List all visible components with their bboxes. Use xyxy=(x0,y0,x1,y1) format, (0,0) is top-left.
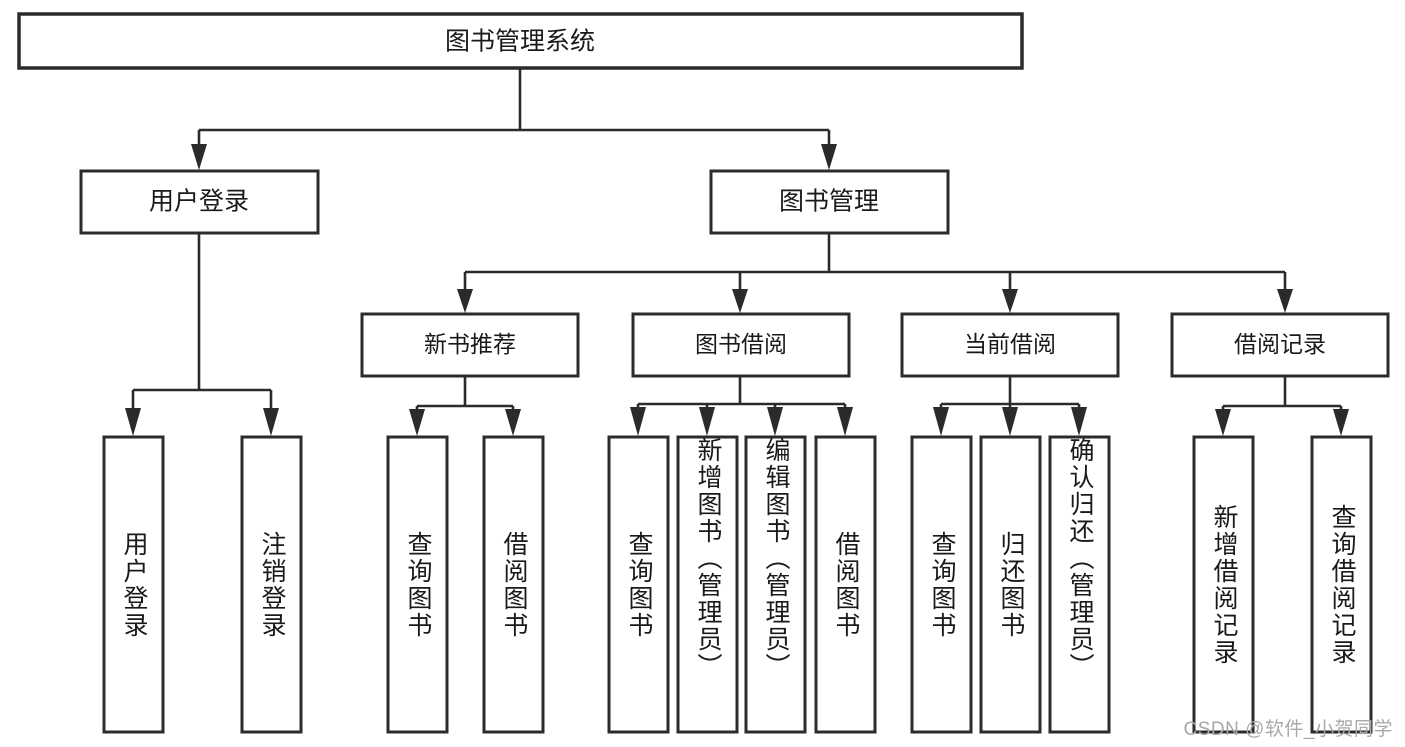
watermark-label: CSDN @软件_小贺同学 xyxy=(1183,719,1393,740)
leaf-box-book-borrow-3[interactable] xyxy=(744,435,807,734)
leaf-box-current-borrow-1[interactable] xyxy=(910,435,973,734)
leaf-box-user-login-2[interactable] xyxy=(240,435,303,734)
arrow-leaf-bookborrow-2 xyxy=(699,407,715,436)
node-new-book-recommend-label: 新书推荐 xyxy=(424,331,516,357)
node-book-borrow[interactable]: 图书借阅 xyxy=(631,312,851,378)
node-current-borrow[interactable]: 当前借阅 xyxy=(900,312,1120,378)
arrow-leaf-borrowrecord-1 xyxy=(1215,409,1231,436)
leaf-box-new-book-2[interactable] xyxy=(482,435,545,734)
arrow-newbook xyxy=(457,289,473,313)
connectors xyxy=(125,68,1349,436)
node-book-borrow-box[interactable] xyxy=(631,312,851,378)
arrow-leaf-newbook-2 xyxy=(505,409,521,436)
arrow-leaf-borrowrecord-2 xyxy=(1333,409,1349,436)
node-user-login[interactable]: 用户登录 xyxy=(79,169,320,235)
arrow-bookborrow xyxy=(732,289,748,313)
node-book-borrow-label: 图书借阅 xyxy=(695,331,787,357)
node-root[interactable]: 图书管理系统 xyxy=(17,12,1024,70)
leaf-box-book-borrow-4[interactable] xyxy=(814,435,877,734)
node-current-borrow-box[interactable] xyxy=(900,312,1120,378)
node-borrow-record-box[interactable] xyxy=(1170,312,1390,378)
node-root-label: 图书管理系统 xyxy=(445,28,595,56)
node-borrow-record[interactable]: 借阅记录 xyxy=(1170,312,1390,378)
arrow-leaf-bookborrow-1 xyxy=(630,407,646,436)
arrow-leaf-userlogin-2 xyxy=(263,408,279,436)
node-current-borrow-label: 当前借阅 xyxy=(964,331,1056,357)
arrow-currentborrow xyxy=(1002,289,1018,313)
node-book-management-box[interactable] xyxy=(709,169,950,235)
arrow-leaf-bookborrow-3 xyxy=(767,407,783,436)
arrow-userlogin xyxy=(191,144,207,170)
arrow-borrowrecord xyxy=(1277,289,1293,313)
node-book-management-label: 图书管理 xyxy=(779,188,879,216)
arrow-leaf-userlogin-1 xyxy=(125,408,141,436)
arrow-leaf-bookborrow-4 xyxy=(837,407,853,436)
leaf-box-borrow-record-1[interactable] xyxy=(1192,435,1255,734)
node-user-login-box[interactable] xyxy=(79,169,320,235)
leaf-box-user-login-1[interactable] xyxy=(102,435,165,734)
leaf-box-current-borrow-2[interactable] xyxy=(979,435,1042,734)
leaf-box-borrow-record-2[interactable] xyxy=(1310,435,1373,734)
leaf-box-book-borrow-2[interactable] xyxy=(676,435,739,734)
arrow-bookmgmt xyxy=(821,144,837,170)
arrow-leaf-currentborrow-3 xyxy=(1071,407,1087,436)
node-new-book-recommend[interactable]: 新书推荐 xyxy=(360,312,580,378)
node-new-book-recommend-box[interactable] xyxy=(360,312,580,378)
node-borrow-record-label: 借阅记录 xyxy=(1234,331,1326,357)
node-user-login-label: 用户登录 xyxy=(149,188,249,216)
node-book-management[interactable]: 图书管理 xyxy=(709,169,950,235)
arrow-leaf-currentborrow-2 xyxy=(1002,407,1018,436)
leaf-box-current-borrow-3[interactable] xyxy=(1048,435,1111,734)
leaf-box-book-borrow-1[interactable] xyxy=(607,435,670,734)
arrow-leaf-currentborrow-1 xyxy=(933,407,949,436)
arrow-leaf-newbook-1 xyxy=(409,409,425,436)
leaf-boxes xyxy=(102,435,1373,734)
node-root-box[interactable] xyxy=(17,12,1024,70)
leaf-box-new-book-1[interactable] xyxy=(386,435,449,734)
